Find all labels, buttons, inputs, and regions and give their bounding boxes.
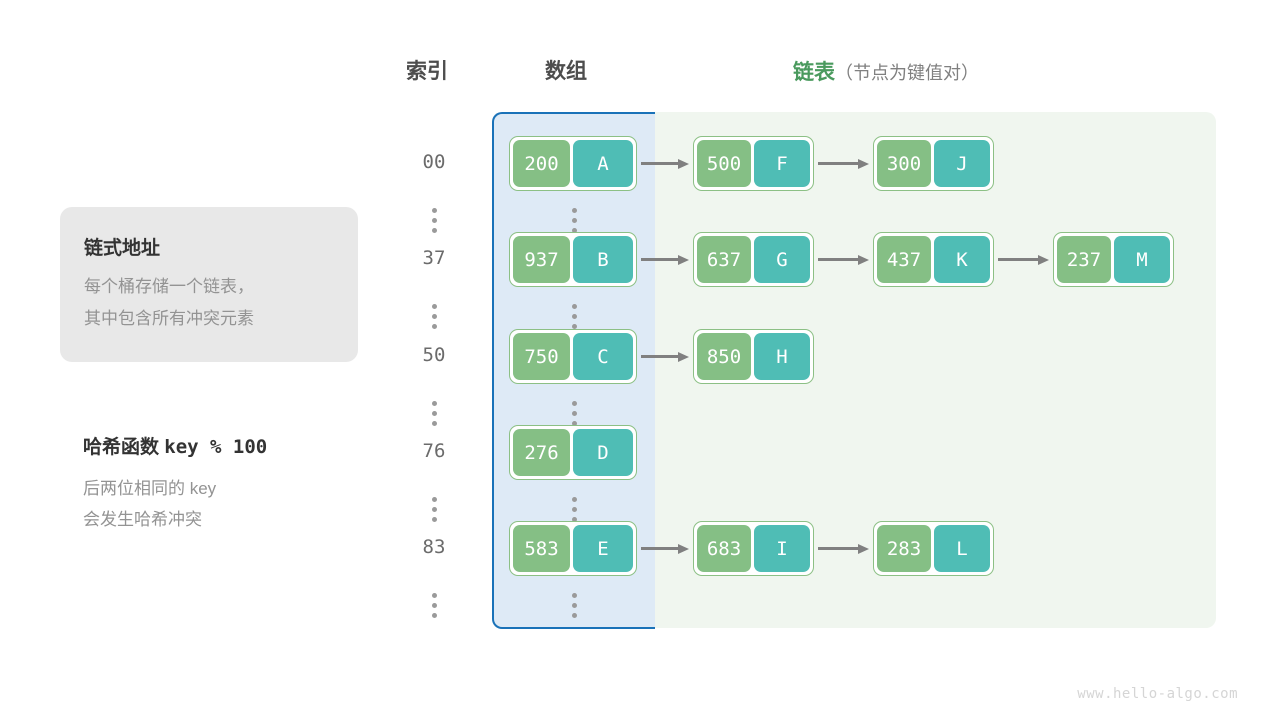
- node-value: M: [1114, 236, 1170, 283]
- node-value: J: [934, 140, 990, 187]
- info-card-description: 每个桶存储一个链表，其中包含所有冲突元素: [84, 277, 254, 328]
- node-key: 683: [697, 525, 752, 572]
- node-value: G: [754, 236, 810, 283]
- hash-function-expression: key % 100: [164, 436, 268, 458]
- node-key: 200: [513, 140, 571, 187]
- array-ellipsis: [571, 304, 577, 329]
- array-ellipsis: [571, 497, 577, 522]
- info-card-title: 链式地址: [84, 238, 161, 259]
- index-ellipsis: [431, 208, 437, 233]
- node-key: 850: [697, 333, 752, 380]
- node-key: 750: [513, 333, 571, 380]
- chain-arrow-icon: [818, 543, 869, 554]
- hash-function-label: 哈希函数: [83, 437, 160, 458]
- column-header-index: 索引: [406, 60, 448, 83]
- index-ellipsis: [431, 401, 437, 426]
- bucket-index-label: 50: [422, 343, 446, 366]
- chain-arrow-icon: [641, 543, 689, 554]
- hash-function-title: 哈希函数 key % 100: [83, 432, 383, 459]
- info-card: 链式地址 每个桶存储一个链表，其中包含所有冲突元素: [60, 207, 358, 362]
- node-value: E: [573, 525, 633, 572]
- index-ellipsis: [431, 304, 437, 329]
- node-value: L: [934, 525, 990, 572]
- chain-arrow-icon: [818, 158, 869, 169]
- node-key: 937: [513, 236, 571, 283]
- node-key: 237: [1057, 236, 1112, 283]
- chain-arrow-icon: [998, 254, 1049, 265]
- bucket-index-label: 83: [422, 535, 446, 558]
- chain-arrow-icon: [641, 158, 689, 169]
- bucket-index-label: 00: [422, 150, 446, 173]
- chain-arrow-icon: [818, 254, 869, 265]
- node-value: D: [573, 429, 633, 476]
- node-value: A: [573, 140, 633, 187]
- node-key: 276: [513, 429, 571, 476]
- column-header-linked-list: 链表（节点为键值对）: [793, 56, 979, 86]
- array-ellipsis: [571, 593, 577, 618]
- node-key: 283: [877, 525, 932, 572]
- node-value: F: [754, 140, 810, 187]
- node-value: H: [754, 333, 810, 380]
- node-key: 637: [697, 236, 752, 283]
- bucket-index-label: 37: [422, 246, 446, 269]
- node-key: 300: [877, 140, 932, 187]
- watermark: www.hello-algo.com: [1077, 686, 1238, 702]
- node-key: 500: [697, 140, 752, 187]
- node-value: C: [573, 333, 633, 380]
- index-ellipsis: [431, 497, 437, 522]
- column-header-linked-list-sub: （节点为键值对）: [835, 63, 979, 83]
- node-value: B: [573, 236, 633, 283]
- node-value: K: [934, 236, 990, 283]
- node-key: 437: [877, 236, 932, 283]
- column-header-array: 数组: [545, 60, 587, 83]
- node-value: I: [754, 525, 810, 572]
- column-header-linked-list-main: 链表: [793, 61, 835, 84]
- bucket-index-label: 76: [422, 439, 446, 462]
- array-ellipsis: [571, 401, 577, 426]
- node-key: 583: [513, 525, 571, 572]
- chain-arrow-icon: [641, 254, 689, 265]
- array-ellipsis: [571, 208, 577, 233]
- chain-arrow-icon: [641, 351, 689, 362]
- index-ellipsis: [431, 593, 437, 618]
